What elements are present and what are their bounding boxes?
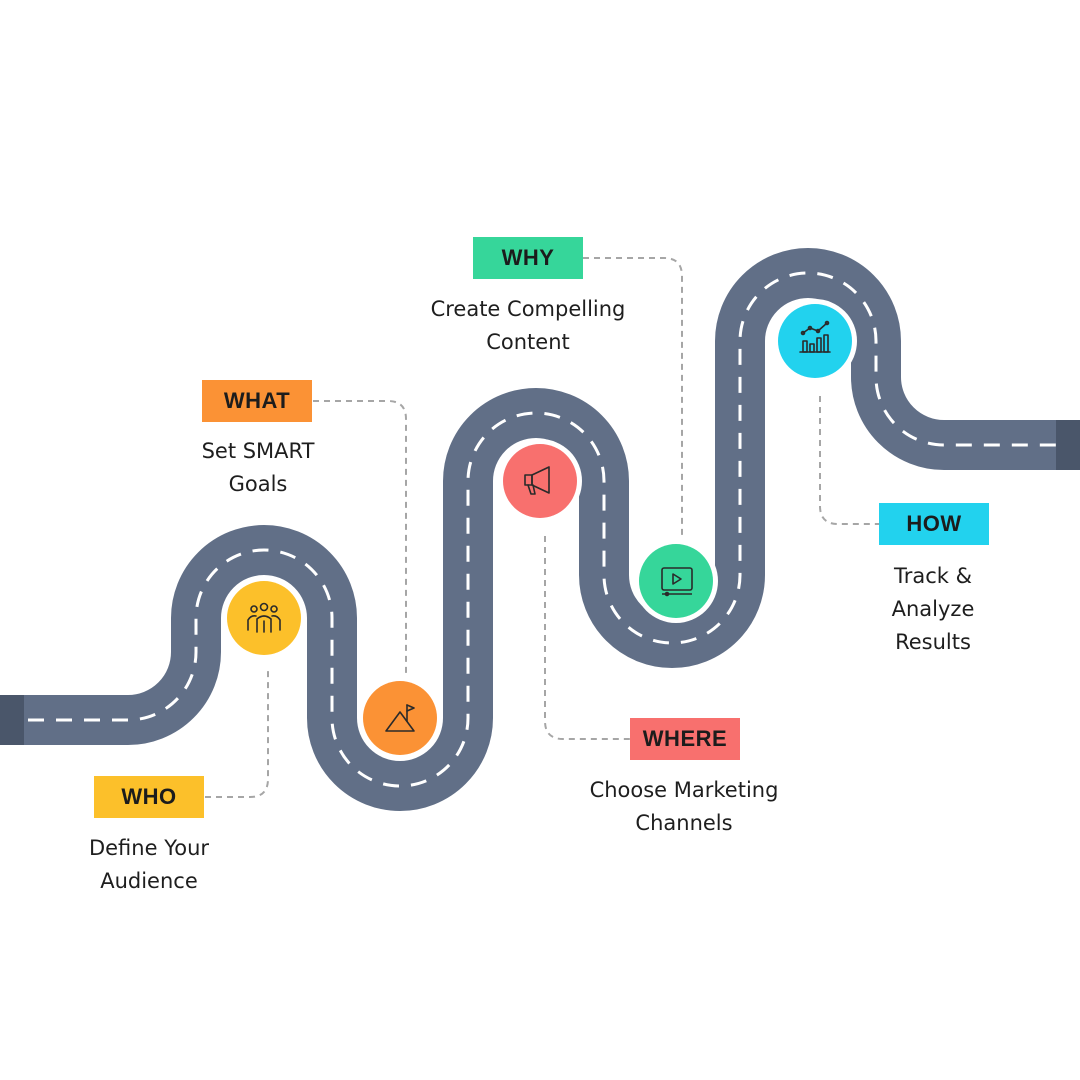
description-why-line2: Content	[486, 330, 570, 354]
connector-lines	[205, 257, 879, 798]
connector-what	[313, 400, 407, 680]
milestone-where	[498, 439, 582, 523]
description-where-line1: Choose Marketing	[589, 778, 779, 802]
description-who-line1: Define Your	[88, 836, 210, 860]
road-end-cap	[1056, 420, 1080, 470]
description-where: Choose Marketing Channels	[564, 774, 804, 840]
description-how-line1: Track &	[893, 564, 972, 588]
connector-where	[544, 536, 630, 740]
connector-why	[583, 257, 683, 546]
megaphone-icon	[524, 466, 550, 495]
description-how: Track & Analyze Results	[843, 560, 1023, 659]
mountain-flag-icon	[385, 704, 415, 732]
description-how-line2: Analyze	[891, 597, 975, 621]
people-group-icon	[247, 602, 281, 633]
analytics-chart-icon	[799, 320, 831, 353]
description-why-line1: Create Compelling	[430, 297, 626, 321]
description-what: Set SMART Goals	[158, 435, 358, 501]
road-start-cap	[0, 695, 24, 745]
description-why: Create Compelling Content	[408, 293, 648, 359]
milestone-who	[222, 576, 306, 660]
milestone-what	[358, 676, 442, 760]
tag-where: WHERE	[630, 718, 740, 760]
video-player-icon	[661, 567, 693, 597]
description-how-line3: Results	[895, 630, 971, 654]
description-where-line2: Channels	[635, 811, 733, 835]
description-what-line1: Set SMART	[201, 439, 315, 463]
tag-why: WHY	[473, 237, 583, 279]
milestone-how	[773, 299, 857, 383]
tag-what: WHAT	[202, 380, 312, 422]
description-who-line2: Audience	[100, 869, 198, 893]
description-who: Define Your Audience	[49, 832, 249, 898]
description-what-line2: Goals	[228, 472, 288, 496]
lane-markings	[0, 271, 1080, 788]
connector-how	[819, 396, 879, 525]
connector-who	[205, 668, 269, 798]
tag-who: WHO	[94, 776, 204, 818]
milestone-why	[634, 539, 718, 623]
tag-how: HOW	[879, 503, 989, 545]
